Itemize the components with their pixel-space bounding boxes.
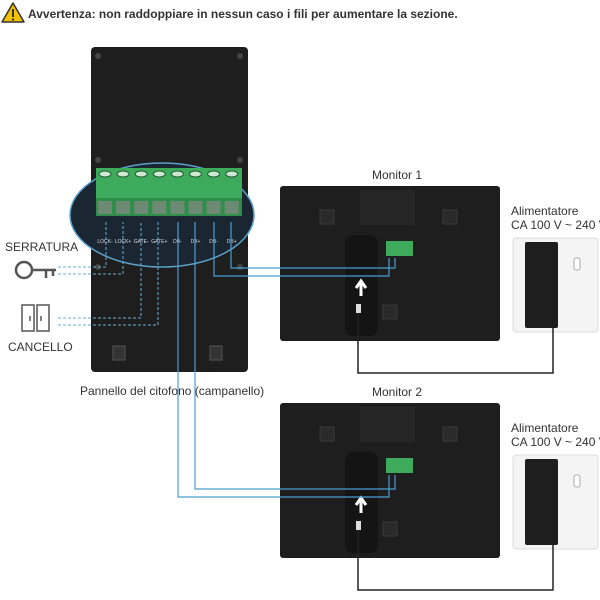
terminal-screw bbox=[207, 170, 221, 178]
terminal-screw bbox=[170, 170, 184, 178]
power-cable bbox=[357, 530, 554, 591]
key-icon bbox=[14, 260, 56, 280]
power-supply-spec: CA 100 V ~ 240 V bbox=[511, 435, 600, 449]
power-supply-label: Alimentatore bbox=[511, 421, 579, 435]
monitor-terminal-block bbox=[386, 458, 413, 473]
terminal-label: DB+ bbox=[227, 239, 237, 245]
terminal-screw bbox=[98, 170, 112, 178]
terminal-label: LOCK- bbox=[97, 239, 113, 245]
terminal-slot bbox=[224, 201, 239, 214]
power-supply-spec: CA 100 V ~ 240 V bbox=[511, 218, 600, 232]
power-supply-label: Alimentatore bbox=[511, 204, 579, 218]
door-panel-label: Pannello del citofono (campanello) bbox=[80, 384, 264, 398]
power-cable bbox=[357, 313, 554, 374]
terminal-slot bbox=[152, 201, 167, 214]
power-plug bbox=[356, 521, 361, 530]
monitor-1: Monitor 1 bbox=[280, 168, 500, 341]
gate-icon bbox=[21, 304, 50, 332]
terminal-slot bbox=[98, 201, 112, 214]
terminal-screw bbox=[134, 170, 148, 178]
terminal-slot bbox=[206, 201, 221, 214]
arrow-up-icon bbox=[354, 278, 368, 296]
terminal-label: GATE- bbox=[134, 239, 149, 245]
warning-triangle-icon bbox=[1, 2, 25, 23]
terminal-slot bbox=[116, 201, 131, 214]
monitor-label: Monitor 2 bbox=[372, 385, 422, 399]
terminal-screw bbox=[225, 170, 239, 178]
terminal-screw bbox=[116, 170, 130, 178]
terminal-screw bbox=[189, 170, 202, 178]
terminal-block bbox=[96, 168, 242, 216]
terminal-screw bbox=[152, 170, 166, 178]
terminal-slot bbox=[134, 201, 149, 214]
lock-label: SERRATURA bbox=[5, 240, 78, 254]
terminal-slot bbox=[188, 201, 203, 214]
terminal-slot bbox=[170, 201, 185, 214]
monitor-label: Monitor 1 bbox=[372, 168, 422, 182]
monitor-terminal-block bbox=[386, 241, 413, 256]
arrow-up-icon bbox=[354, 495, 368, 513]
power-plug bbox=[356, 304, 361, 313]
doorbell-wires bbox=[177, 222, 396, 498]
terminal-label: GATE+ bbox=[151, 239, 167, 245]
warning-text: Avvertenza: non raddoppiare in nessun ca… bbox=[28, 7, 458, 21]
lock-gate-wires bbox=[58, 222, 159, 326]
monitor-2: Monitor 2 bbox=[280, 385, 500, 558]
gate-label: CANCELLO bbox=[8, 340, 73, 354]
